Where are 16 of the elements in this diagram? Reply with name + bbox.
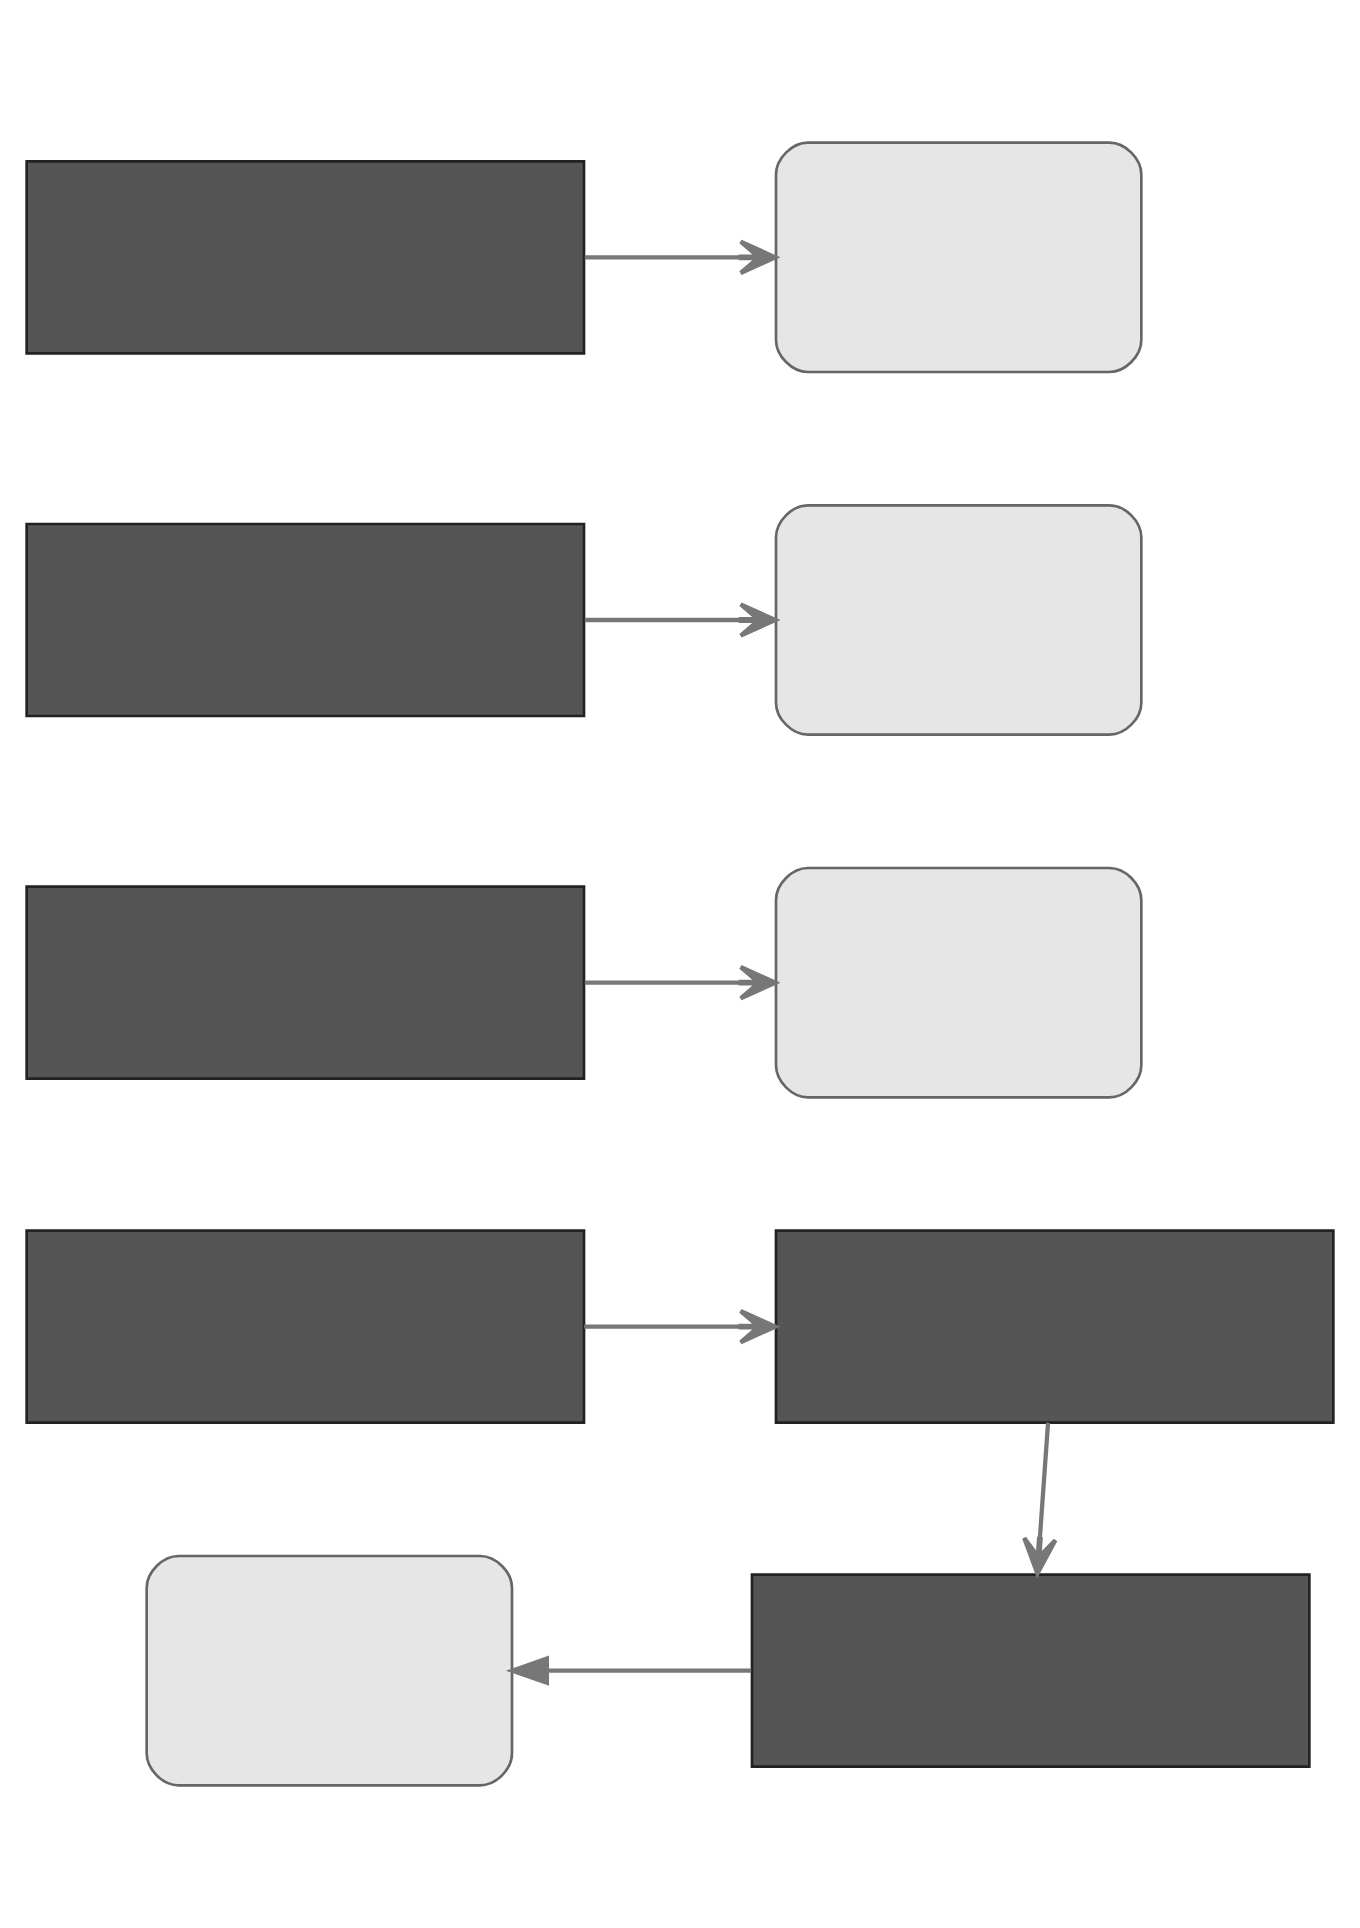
node-box <box>774 1229 1335 1424</box>
node-box <box>774 866 1143 1099</box>
arrow <box>1022 1422 1058 1576</box>
node-box <box>25 1229 586 1424</box>
arrow <box>584 602 778 638</box>
arrow <box>505 1655 752 1686</box>
node-box <box>25 885 586 1080</box>
node-box <box>25 522 586 718</box>
node-box <box>25 160 586 355</box>
arrow <box>584 964 778 1001</box>
node-box <box>774 504 1143 736</box>
arrow <box>584 1308 778 1345</box>
node-box <box>145 1554 514 1787</box>
node-box <box>750 1573 1311 1768</box>
node-box <box>774 141 1143 374</box>
arrow <box>584 239 778 276</box>
